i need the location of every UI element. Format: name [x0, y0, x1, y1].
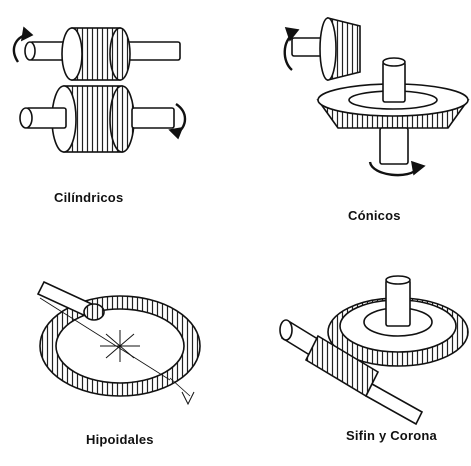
worm-gear-icon: [280, 276, 468, 424]
bevel-gears-icon: [285, 18, 468, 175]
spur-gears-icon: [14, 28, 185, 152]
caption-cilindricos: Cilíndricos: [54, 190, 123, 205]
caption-hipoidales: Hipoidales: [86, 432, 154, 447]
caption-sifin-y-corona: Sifin y Corona: [346, 428, 437, 443]
hypoid-gears-icon: [38, 282, 200, 404]
caption-conicos: Cónicos: [348, 208, 401, 223]
